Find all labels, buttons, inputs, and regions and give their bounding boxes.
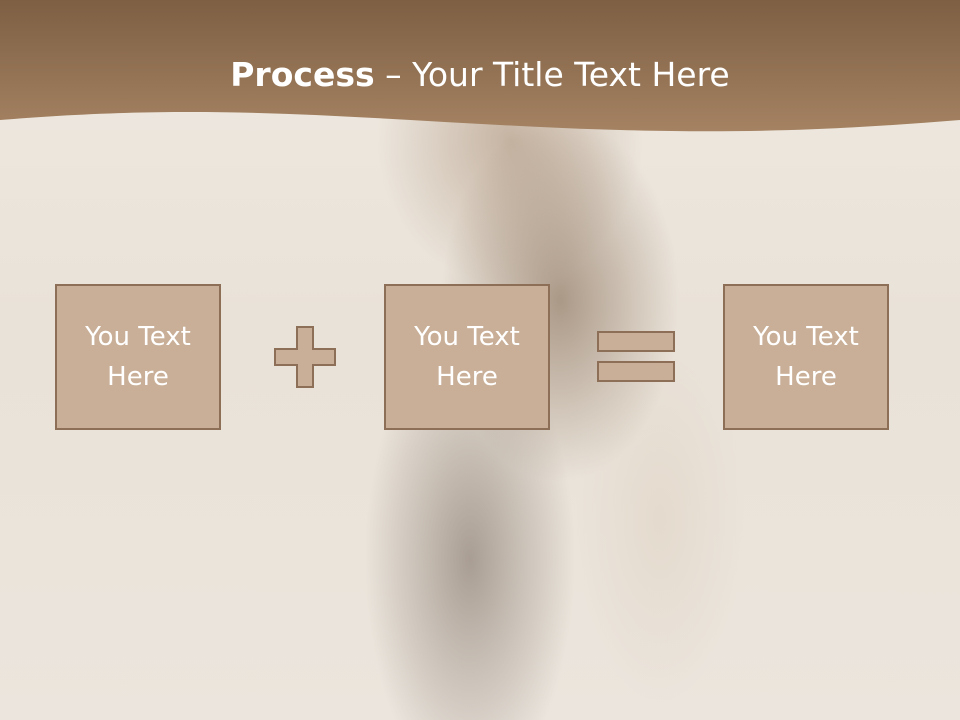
- process-box-2-label: You Text Here: [414, 322, 520, 392]
- process-box-3-label: You Text Here: [753, 322, 859, 392]
- process-box-1[interactable]: You Text Here: [55, 284, 221, 430]
- plus-icon: [274, 326, 336, 388]
- process-box-3[interactable]: You Text Here: [723, 284, 889, 430]
- title-bold: Process: [230, 55, 375, 94]
- title-banner: [0, 0, 960, 132]
- process-box-2[interactable]: You Text Here: [384, 284, 550, 430]
- process-box-1-label: You Text Here: [85, 322, 191, 392]
- slide-title: Process – Your Title Text Here: [0, 54, 960, 96]
- title-rest: – Your Title Text Here: [374, 55, 730, 94]
- equals-icon: [597, 331, 675, 382]
